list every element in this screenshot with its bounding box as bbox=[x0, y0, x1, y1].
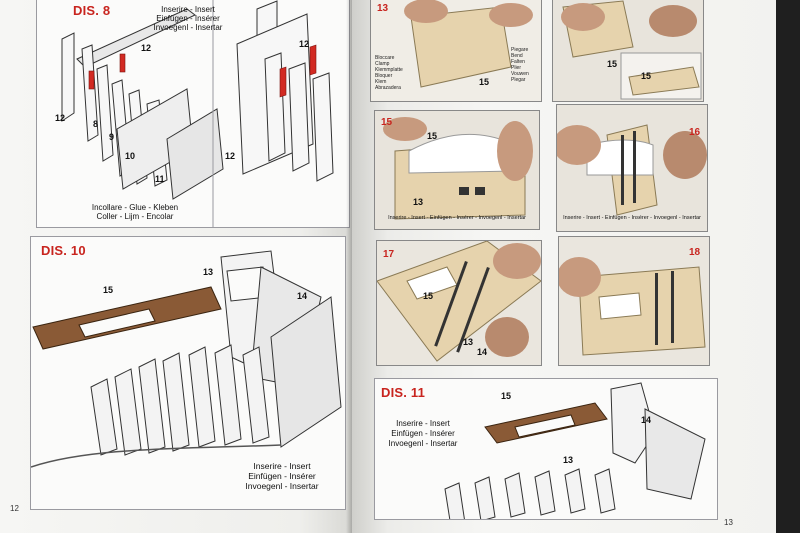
dis10-part-15: 15 bbox=[103, 285, 114, 295]
dis8-hull-drawing bbox=[61, 0, 334, 227]
step-17-part-13: 13 bbox=[463, 337, 474, 347]
step-18-number: 18 bbox=[689, 247, 701, 258]
step-13-clamp-5: Klem bbox=[375, 79, 387, 85]
step-16-number: 16 bbox=[689, 127, 701, 138]
step-13-photo: 13 15 Bloccare Clamp Klemmplatte Bloquer… bbox=[370, 0, 542, 102]
right-page-number: 13 bbox=[724, 518, 733, 527]
dis8-part-12a: 12 bbox=[141, 43, 152, 53]
step-18-photo: 18 bbox=[558, 236, 710, 366]
step-13-bend-2: Bend bbox=[511, 53, 523, 59]
step-14-illustration bbox=[561, 0, 702, 100]
dis10-insert-line-1: Inserire - Insert bbox=[253, 461, 311, 471]
step-13-part: 15 bbox=[479, 77, 490, 87]
step-16-illustration bbox=[557, 124, 707, 216]
step-14-part-b: 15 bbox=[641, 71, 652, 81]
dis8-part-9: 9 bbox=[109, 132, 115, 142]
dis11-part-14: 14 bbox=[641, 415, 652, 425]
step-13-bend-4: Plier bbox=[511, 65, 522, 71]
step-18-illustration bbox=[559, 257, 706, 356]
step-15-number: 15 bbox=[381, 117, 393, 128]
dis8-insert-line-3: Invoegenl - Insertar bbox=[153, 23, 223, 32]
dis8-glue-line-1: Incollare - Glue - Kleben bbox=[91, 203, 179, 212]
dis8-part-11: 11 bbox=[155, 174, 165, 184]
dis11-part-13: 13 bbox=[563, 455, 574, 465]
step-15-photo: 15 15 13 Inserire - Insert - Einfügen - … bbox=[374, 110, 540, 230]
dis11-insert-line-2: Einfügen - Insérer bbox=[391, 429, 455, 438]
dis10-part-13: 13 bbox=[203, 267, 214, 277]
step-17-part-15: 15 bbox=[423, 291, 434, 301]
dis10-insert-line-2: Einfügen - Insérer bbox=[248, 471, 316, 481]
step-13-clamp-1: Bloccare bbox=[375, 55, 395, 61]
step-13-illustration bbox=[404, 0, 533, 88]
step-17-number: 17 bbox=[383, 249, 395, 260]
dis10-insert-line-3: Invoegenl - Insertar bbox=[245, 481, 319, 491]
step-16-photo: 16 Inserire - Insert - Einfügen - Insére… bbox=[556, 104, 708, 232]
dis8-insert-line-1: Inserire - Insert bbox=[161, 5, 215, 14]
dis8-glue-label: Incollare - Glue - Kleben Coller - Lijm … bbox=[75, 203, 195, 221]
dis8-part-12b: 12 bbox=[55, 113, 66, 123]
dis11-insert-line-1: Inserire - Insert bbox=[396, 419, 450, 428]
dis8-part-8: 8 bbox=[93, 119, 99, 129]
dis8-part-12d: 12 bbox=[225, 151, 236, 161]
step-13-clamp-2: Clamp bbox=[375, 61, 390, 67]
left-page: DIS. 8 bbox=[0, 0, 352, 533]
step-17-photo: 17 15 13 14 bbox=[376, 240, 542, 366]
dis8-part-12c: 12 bbox=[299, 39, 310, 49]
step-15-part: 15 bbox=[427, 131, 438, 141]
step-13-bend-5: Vouwen bbox=[511, 71, 529, 77]
dis11-title: DIS. 11 bbox=[381, 385, 426, 400]
step-17-part-14: 14 bbox=[477, 347, 488, 357]
step-16-caption: Inserire - Insert - Einfügen - Insérer -… bbox=[563, 215, 701, 221]
step-14-part: 15 bbox=[607, 59, 618, 69]
step-13-bend-3: Falten bbox=[511, 59, 525, 65]
dis11-insert-label: Inserire - Insert Einfügen - Insérer Inv… bbox=[375, 419, 471, 449]
step-13-clamp-3: Klemmplatte bbox=[375, 67, 403, 73]
dis10-hull-drawing bbox=[31, 250, 342, 468]
step-15-illustration bbox=[383, 117, 533, 220]
dis8-glue-line-2: Coller - Lijm - Encolar bbox=[96, 212, 174, 221]
dis10-insert-label: Inserire - Insert Einfügen - Insérer Inv… bbox=[227, 461, 337, 491]
left-page-number: 12 bbox=[10, 504, 19, 513]
step-13-clamp-4: Bloquer bbox=[375, 73, 393, 79]
dis8-part-10: 10 bbox=[125, 151, 136, 161]
dis8-insert-label: Inserire - Insert Einfügen - Insérer Inv… bbox=[133, 5, 243, 32]
step-13-clamp-labels: Bloccare Clamp Klemmplatte Bloquer Klem … bbox=[375, 55, 403, 91]
dis8-insert-line-2: Einfügen - Insérer bbox=[156, 14, 220, 23]
dis8-panel: DIS. 8 bbox=[36, 0, 350, 228]
dis10-title: DIS. 10 bbox=[41, 243, 86, 258]
dis11-hull-drawing bbox=[444, 382, 706, 519]
dis11-insert-line-3: Invoegenl - Insertar bbox=[388, 439, 458, 448]
step-15-caption: Inserire - Insert - Einfügen - Insérer -… bbox=[388, 215, 526, 221]
step-17-illustration bbox=[377, 241, 541, 362]
dis10-part-14: 14 bbox=[297, 291, 308, 301]
step-15-part-13: 13 bbox=[413, 197, 424, 207]
step-13-clamp-6: Abrazadera bbox=[375, 85, 401, 91]
dis10-panel: DIS. 10 bbox=[30, 236, 346, 510]
dis8-title: DIS. 8 bbox=[73, 3, 111, 18]
step-13-number: 13 bbox=[377, 3, 389, 14]
dis11-panel: DIS. 11 15 14 13 Inserire - I bbox=[374, 378, 718, 520]
step-13-bend-6: Plegar bbox=[511, 77, 526, 83]
step-14-photo: 15 15 bbox=[552, 0, 704, 102]
step-13-bend-labels: Piegare Bend Falten Plier Vouwen Plegar bbox=[511, 47, 529, 83]
step-13-bend-1: Piegare bbox=[511, 47, 529, 53]
dis11-part-15: 15 bbox=[501, 391, 512, 401]
page-edge-shadow bbox=[776, 0, 800, 533]
right-page: 13 15 Bloccare Clamp Klemmplatte Bloquer… bbox=[352, 0, 800, 533]
